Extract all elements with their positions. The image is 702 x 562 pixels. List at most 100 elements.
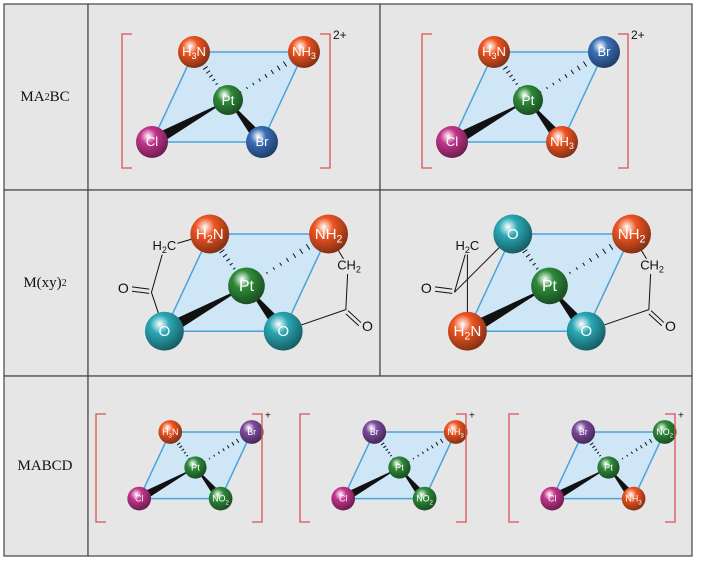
- atom-label: Pt: [604, 463, 613, 473]
- bracket-right: [456, 413, 467, 523]
- atom-label: NH3: [625, 494, 642, 506]
- hash-mark: [219, 249, 225, 254]
- wedge-bond-bottom-left: [550, 467, 609, 503]
- carbonyl-double-bond: [347, 310, 362, 323]
- hash-mark: [575, 267, 579, 271]
- magenta-sphere: [436, 126, 468, 158]
- ligand-bottom-left: Cl: [436, 126, 468, 158]
- atom-label: NO2: [212, 494, 229, 506]
- ligand-top-right: NO2: [652, 420, 677, 444]
- hash-mark: [266, 271, 268, 275]
- hash-mark: [272, 267, 276, 271]
- atom-label: Pt: [239, 278, 255, 295]
- atom-label: O: [118, 280, 129, 296]
- wedge-bond-bottom-left: [464, 285, 550, 337]
- hash-mark: [546, 86, 548, 90]
- hash-mark: [231, 441, 235, 446]
- bracket-right: [320, 33, 331, 169]
- row-label-mabcd-main: MABCD: [17, 457, 73, 474]
- orange-sphere: [546, 126, 578, 158]
- wedge-bond-bottom-left: [341, 467, 400, 503]
- purple-sphere: [239, 420, 264, 444]
- orange-sphere: [288, 36, 320, 68]
- atom-label: H2C: [153, 238, 177, 255]
- bracket-right: [618, 33, 629, 169]
- hash-mark: [582, 262, 586, 267]
- hash-mark: [385, 448, 389, 452]
- central-metal-pt: Pt: [513, 85, 543, 115]
- hash-mark: [246, 86, 248, 90]
- orange-sphere: [443, 420, 468, 444]
- hash-mark: [285, 257, 290, 263]
- hash-mark: [532, 262, 536, 266]
- ligand-top-left: O: [493, 214, 533, 254]
- atom-label: NH3: [448, 427, 465, 439]
- hash-mark: [626, 454, 629, 457]
- hash-mark: [229, 262, 233, 266]
- complex-bracket: 2+: [121, 28, 347, 169]
- atom-label: NH3: [292, 44, 316, 61]
- wedge-bond-bottom-left: [149, 100, 228, 148]
- hash-mark: [176, 442, 181, 446]
- hash-mark: [512, 78, 516, 82]
- label-cell: [3, 375, 89, 557]
- atom-label: H3N: [182, 44, 206, 61]
- atom-label: Pt: [191, 463, 200, 473]
- atom-label: NH2: [618, 226, 646, 245]
- wedge-bond-bottom-left: [449, 100, 528, 148]
- atom-label: O: [421, 280, 432, 296]
- bracket-left: [95, 413, 106, 523]
- atom-label: Cl: [339, 494, 347, 504]
- hash-mark: [426, 448, 429, 452]
- ligand-bottom-right: O: [263, 311, 303, 351]
- charge-label: +: [678, 411, 684, 422]
- hash-mark: [417, 454, 420, 457]
- hash-mark: [592, 445, 596, 449]
- atom-label: H2C: [456, 238, 480, 255]
- ligand-bottom-right: NH3: [621, 486, 646, 511]
- hash-mark: [639, 445, 643, 449]
- green-sphere: [412, 486, 437, 511]
- row-label-ma2bc-tail: BC: [49, 88, 70, 105]
- ligand-top-left: H3N: [478, 36, 510, 68]
- ligand-bottom-left: Cl: [136, 126, 168, 158]
- atom-label: Pt: [222, 93, 235, 108]
- bracket-left: [121, 33, 132, 169]
- teal-sphere: [263, 311, 303, 351]
- hash-mark: [299, 248, 304, 254]
- teal-sphere: [566, 311, 606, 351]
- ligand-top-right: Br: [239, 420, 264, 444]
- green-sphere: [513, 85, 543, 115]
- central-metal-pt: Pt: [531, 267, 568, 305]
- row-label-mxy2-main: M(xy): [23, 274, 62, 291]
- hash-mark: [209, 74, 213, 78]
- ligand-top-right: NH2: [309, 214, 348, 254]
- atom-label: Pt: [522, 93, 535, 108]
- bracket-left: [421, 33, 432, 169]
- orange-sphere: [309, 214, 348, 254]
- hash-mark: [202, 66, 208, 70]
- purple-sphere: [571, 420, 596, 444]
- green-sphere: [652, 420, 677, 444]
- atom-label: Cl: [135, 494, 143, 504]
- ligand-top-left: H2N: [190, 214, 230, 254]
- green-sphere: [388, 456, 411, 479]
- atom-label: O: [362, 318, 373, 334]
- atom-label: Pt: [395, 463, 404, 473]
- atom-label: Cl: [146, 134, 158, 149]
- hash-mark: [236, 438, 240, 444]
- hash-mark: [529, 258, 534, 262]
- hash-mark: [552, 82, 555, 86]
- hash-mark: [279, 262, 283, 267]
- atom-label: NH3: [550, 134, 574, 151]
- hash-mark: [292, 253, 297, 258]
- hash-mark: [217, 451, 220, 455]
- magenta-sphere: [127, 486, 152, 511]
- central-metal-pt: Pt: [228, 267, 265, 305]
- hash-mark: [389, 454, 393, 457]
- complex-bracket: +: [299, 411, 475, 523]
